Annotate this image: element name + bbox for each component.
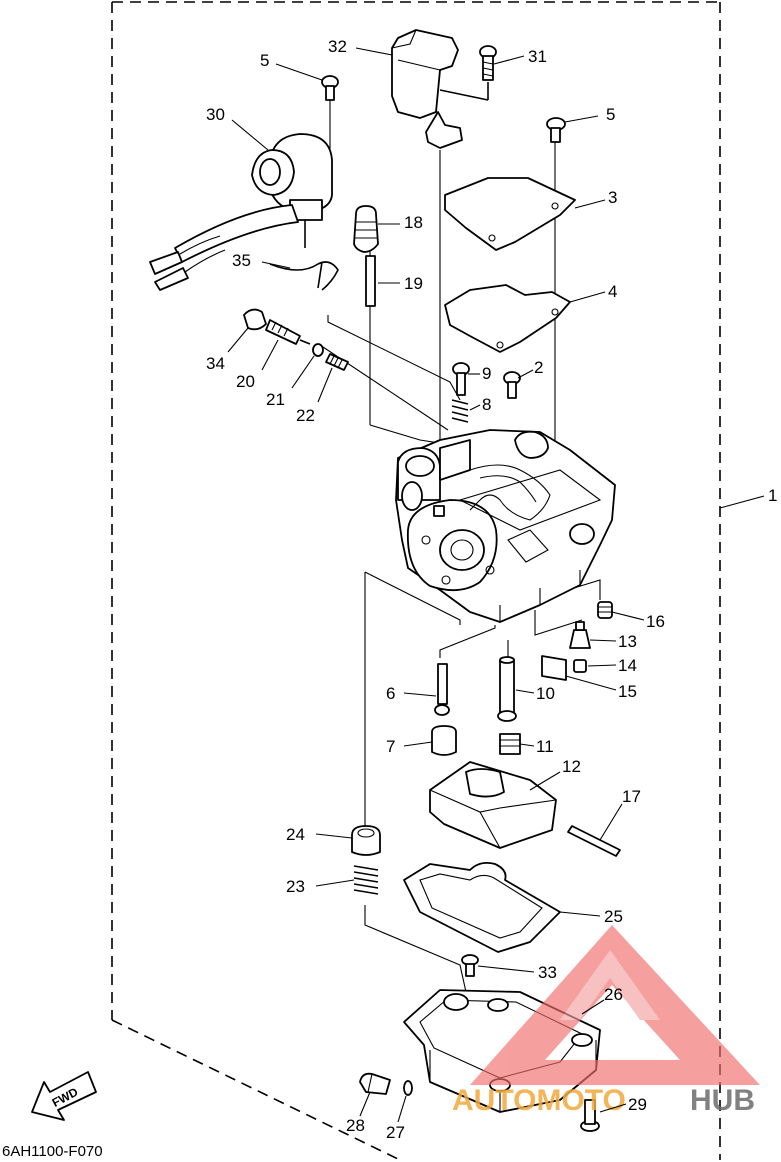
- assembly-boundary: [111, 1, 721, 1161]
- callout-1: 1: [768, 486, 777, 505]
- callout-13: 13: [618, 632, 637, 651]
- callout-4: 4: [608, 282, 617, 301]
- part-22-spring: [325, 353, 349, 371]
- part-12-float: [429, 761, 557, 849]
- callout-35: 35: [232, 251, 251, 270]
- callout-26: 26: [604, 985, 623, 1004]
- callout-29: 29: [628, 1095, 647, 1114]
- callout-17: 17: [622, 787, 641, 806]
- part-23-spring: [353, 865, 379, 895]
- part-20-screw: [265, 319, 311, 345]
- part-34-cap: [243, 308, 267, 331]
- callout-28: 28: [346, 1116, 365, 1135]
- part-5-screw-right: [546, 117, 566, 143]
- callout-10: 10: [536, 684, 555, 703]
- part-28-drain-screw: [359, 1072, 391, 1095]
- part-25-gasket: [403, 861, 561, 953]
- callout-19: 19: [404, 274, 423, 293]
- callout-33: 33: [538, 963, 557, 982]
- callout-5: 5: [606, 105, 615, 124]
- part-17-pin: [567, 825, 621, 857]
- part-32-bracket: [391, 29, 489, 149]
- callout-25: 25: [604, 907, 623, 926]
- callout-7: 7: [386, 737, 395, 756]
- watermark-text-automoto: AUTOMOTO: [452, 1084, 626, 1117]
- diagram-code: 6AH1100-F070: [2, 1143, 103, 1160]
- callout-31: 31: [528, 47, 547, 66]
- part-30-solenoid: [149, 133, 333, 291]
- part-21-oring: [312, 343, 324, 357]
- callout-32: 32: [328, 37, 347, 56]
- leader-lines: [227, 47, 765, 1123]
- watermark-logo: [470, 925, 760, 1085]
- part-11-spring: [499, 733, 521, 755]
- part-15-plate: [541, 655, 567, 681]
- callout-20: 20: [236, 372, 255, 391]
- callout-3: 3: [608, 188, 617, 207]
- part-7-cap: [431, 725, 457, 756]
- part-24-cap: [351, 825, 381, 856]
- part-18-jet: [353, 205, 379, 253]
- callout-21: 21: [266, 390, 285, 409]
- callout-30: 30: [206, 105, 225, 124]
- callout-6: 6: [386, 684, 395, 703]
- callout-15: 15: [618, 682, 637, 701]
- callout-27: 27: [386, 1123, 405, 1142]
- part-3-plate: [444, 177, 576, 251]
- callout-8: 8: [482, 395, 491, 414]
- part-8-spring: [451, 399, 469, 423]
- callout-24: 24: [286, 825, 305, 844]
- callout-9: 9: [482, 364, 491, 383]
- callout-16: 16: [646, 612, 665, 631]
- callout-22: 22: [296, 406, 315, 425]
- part-29-screw: [580, 1099, 600, 1132]
- part-13-jet: [569, 621, 591, 649]
- callout-12: 12: [562, 757, 581, 776]
- part-27-washer: [403, 1080, 413, 1096]
- part-4-gasket: [444, 284, 571, 353]
- callout-5: 5: [260, 51, 269, 70]
- part-10-nozzle: [497, 656, 517, 722]
- callout-11: 11: [536, 737, 554, 756]
- callout-34: 34: [206, 354, 225, 373]
- part-2-screw: [503, 371, 521, 399]
- forward-arrow-icon: FWD: [31, 1071, 97, 1121]
- part-9-screw: [452, 362, 470, 396]
- part-31-screw: [479, 45, 497, 81]
- callout-2: 2: [534, 358, 543, 377]
- callout-18: 18: [404, 213, 423, 232]
- watermark-text-hub: HUB: [690, 1084, 755, 1117]
- part-19-pin: [365, 255, 376, 307]
- part-6-jet: [434, 663, 450, 716]
- part-16-plug: [597, 601, 613, 619]
- callout-labels: 32 31 5 5 30 3 18 35 19 4 34 20 21 22 9 …: [206, 37, 777, 1142]
- part-33-screw: [461, 954, 479, 977]
- callout-23: 23: [286, 877, 305, 896]
- part-35-clip: [269, 261, 339, 291]
- callout-14: 14: [618, 656, 637, 675]
- part-14-jet: [573, 659, 587, 673]
- part-1-carburetor-body: [395, 429, 616, 623]
